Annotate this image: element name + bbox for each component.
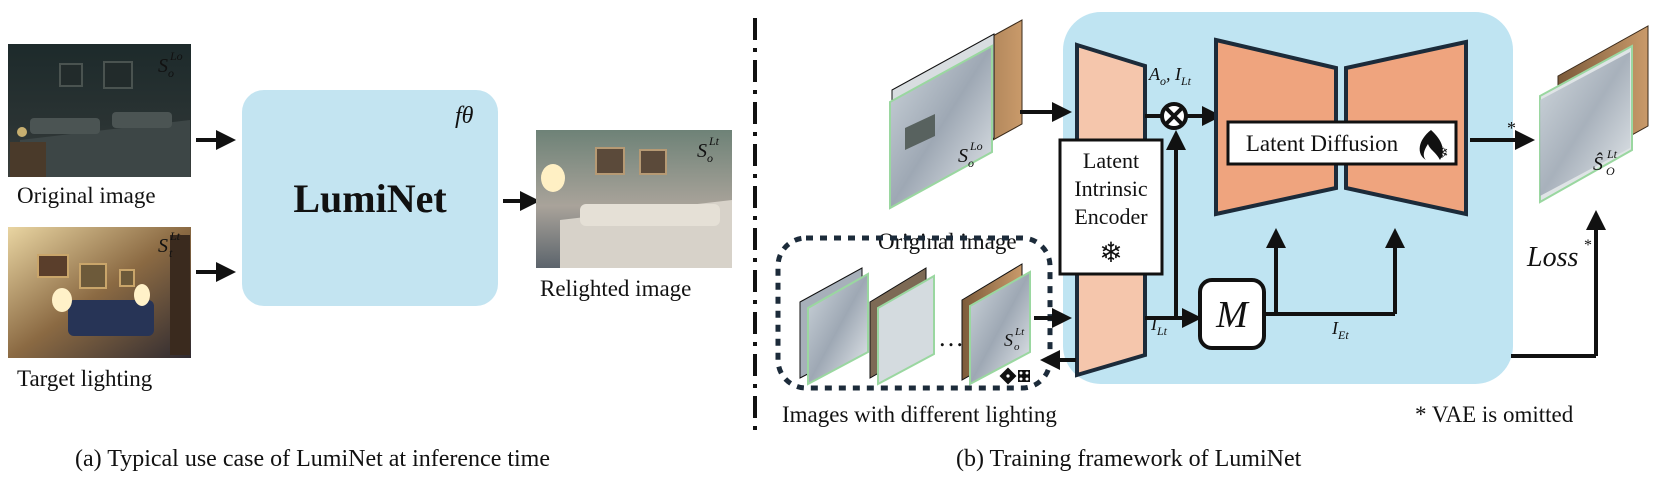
encoder-label-line3: Encoder <box>1074 204 1148 229</box>
target-image-symbol-sup: Lt <box>169 229 181 243</box>
iet-label: IEt <box>1331 318 1349 342</box>
target-image-symbol: S <box>158 235 168 257</box>
panel-b-caption: (b) Training framework of LumiNet <box>956 446 1302 472</box>
vae-note: * VAE is omitted <box>1415 402 1574 427</box>
multiply-node-icon <box>1160 102 1188 130</box>
encoder-label-box <box>1058 138 1164 276</box>
lighting-image-set: S Lt o <box>799 263 1031 386</box>
original-image-label: Original image <box>17 183 156 208</box>
set-symbol-sub: o <box>1014 341 1020 353</box>
lighting-image-set-box <box>775 235 1053 391</box>
original-image-stack: S Lo o <box>889 19 1023 210</box>
frozen-snowflake-icon: ❄ <box>1099 238 1122 269</box>
output-symbol-sub: O <box>1606 164 1615 178</box>
encoder-label-line1: Latent <box>1083 148 1139 173</box>
output-symbol-sup: Lt <box>1606 147 1618 161</box>
mlp-label: M <box>1215 294 1250 336</box>
target-lighting-thumbnail: S Lt t <box>8 227 191 358</box>
flame-snowflake-icon: ❄ <box>1419 130 1449 162</box>
luminet-model-box <box>242 90 498 306</box>
set-symbol: S <box>1004 330 1013 350</box>
panel-a-caption: (a) Typical use case of LumiNet at infer… <box>75 446 550 472</box>
vae-star-marker: * <box>1507 118 1516 138</box>
original-image-symbol: S <box>158 55 168 77</box>
target-image-symbol-sub: t <box>169 246 173 260</box>
encoder-label-line2: Intrinsic <box>1074 176 1148 201</box>
relighted-image-symbol-sub: o <box>707 151 713 165</box>
luminet-model-name: LumiNet <box>293 176 447 221</box>
random-sample-dice-icon <box>999 367 1030 385</box>
training-original-symbol-sup: Lo <box>969 139 983 153</box>
panel-a: S Lo o Original image S Lt t Target ligh… <box>8 44 732 472</box>
original-image-symbol-sub: o <box>168 66 174 80</box>
loss-star: * <box>1584 237 1592 254</box>
set-symbol-sup: Lt <box>1014 326 1025 338</box>
lighting-set-label: Images with different lighting <box>782 402 1057 427</box>
training-original-symbol: S <box>958 145 968 167</box>
original-image-thumbnail: S Lo o <box>8 44 191 177</box>
original-image-symbol-sup: Lo <box>169 49 183 63</box>
panel-b: S Lo o Original image Latent Intrinsic E… <box>775 12 1649 472</box>
relighted-image-thumbnail: S Lt o <box>536 130 732 268</box>
training-original-label: Original image <box>878 229 1017 254</box>
target-lighting-label: Target lighting <box>17 366 153 391</box>
latent-diffusion-label-box <box>1226 120 1458 166</box>
set-ellipsis: … <box>938 323 964 352</box>
predicted-output-stack: Ŝ Lt O <box>1539 25 1649 204</box>
ilt-bottom-label: ILt <box>1150 314 1168 338</box>
output-symbol: Ŝ <box>1593 151 1603 175</box>
relighted-image-symbol-sup: Lt <box>708 134 720 148</box>
latent-diffusion-label: Latent Diffusion <box>1246 131 1399 156</box>
relighted-image-label: Relighted image <box>540 276 691 301</box>
training-original-symbol-sub: o <box>968 156 974 170</box>
ao-ilt-label: Ao, ILt <box>1148 64 1192 88</box>
svg-text:❄: ❄ <box>1435 145 1448 162</box>
model-parameter-symbol: fθ <box>455 103 474 129</box>
relighted-image-symbol: S <box>697 140 707 162</box>
loss-label: Loss <box>1526 242 1578 273</box>
